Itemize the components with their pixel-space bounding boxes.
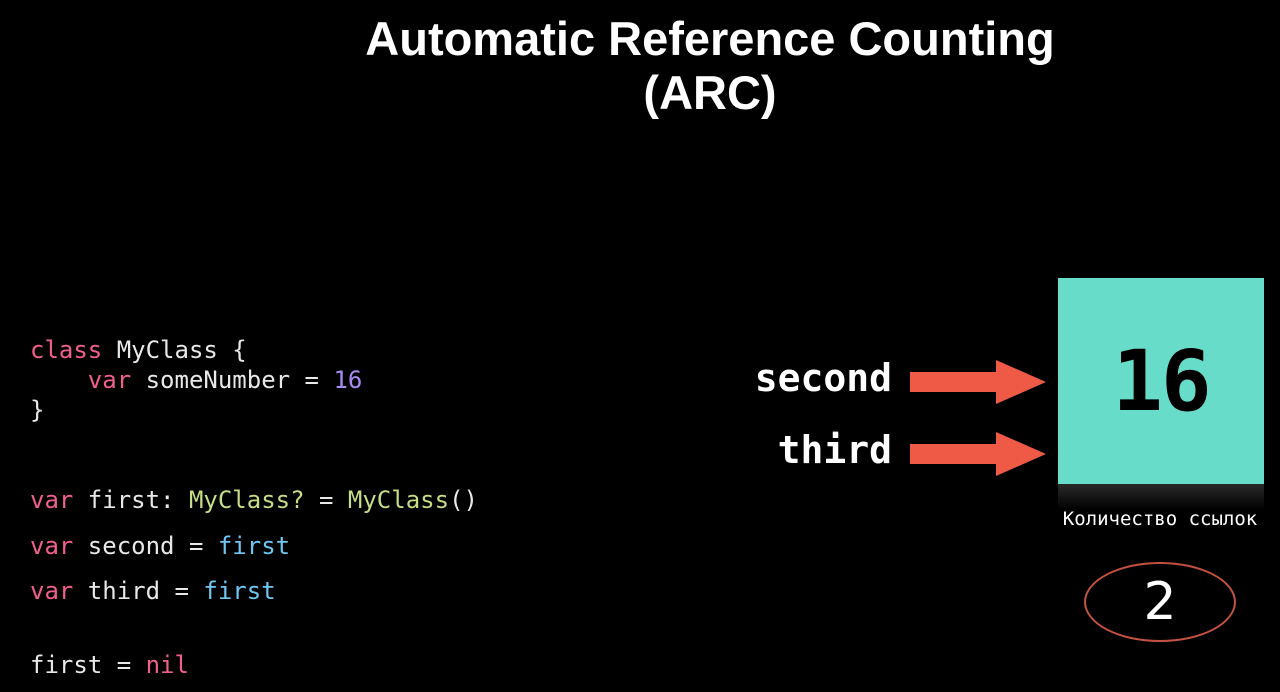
reference-label-second: second	[754, 356, 892, 400]
var-name: second =	[73, 532, 218, 560]
property-value: 16	[333, 366, 363, 394]
reference-count-ring: 2	[1084, 562, 1236, 642]
initializer: MyClass	[347, 486, 450, 514]
ref-name: first	[217, 532, 291, 560]
heap-object-box: 16	[1058, 278, 1264, 484]
object-value: 16	[1112, 332, 1211, 430]
parens: ()	[449, 486, 478, 514]
code-line-first: var first: MyClass? = MyClass()	[30, 486, 478, 514]
keyword-var: var	[30, 486, 74, 514]
keyword-var: var	[30, 577, 74, 605]
code-line-second: var second = first	[30, 532, 290, 560]
type-name: MyClass?	[188, 486, 305, 514]
class-name: MyClass {	[102, 336, 247, 364]
code-line-class: class MyClass {	[30, 336, 247, 364]
var-name: first:	[73, 486, 189, 514]
slide-title: Automatic Reference Counting (ARC)	[260, 12, 1160, 120]
title-line-1: Automatic Reference Counting	[365, 12, 1055, 65]
ref-name: first	[203, 577, 276, 605]
reference-arrow-second	[910, 360, 1046, 404]
object-shadow	[1058, 484, 1264, 510]
keyword-var: var	[87, 366, 132, 394]
property-name: someNumber =	[131, 366, 334, 394]
keyword-nil: nil	[145, 651, 189, 679]
var-name: third =	[73, 577, 204, 605]
reference-label-third: third	[777, 428, 892, 472]
code-line-property: var someNumber = 16	[30, 366, 363, 394]
code-line-close-brace: }	[30, 396, 45, 424]
var-name: first =	[30, 651, 146, 679]
equals: =	[304, 486, 348, 514]
code-line-nil: first = nil	[30, 651, 189, 679]
code-line-third: var third = first	[30, 577, 276, 605]
reference-count-value: 2	[1143, 572, 1177, 632]
keyword-var: var	[30, 532, 74, 560]
title-line-2: (ARC)	[643, 66, 777, 119]
keyword-class: class	[30, 336, 103, 364]
reference-count-caption: Количество ссылок	[1062, 508, 1258, 530]
reference-arrow-third	[910, 432, 1046, 476]
